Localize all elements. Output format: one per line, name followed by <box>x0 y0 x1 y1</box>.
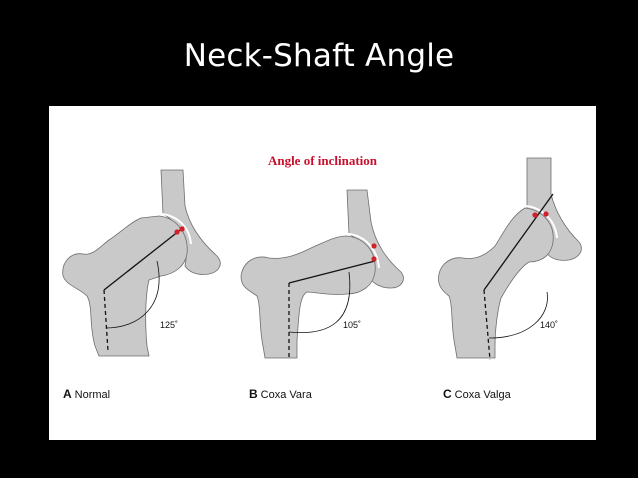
neck-axis-b <box>288 260 376 284</box>
shaft-axis-c <box>483 289 491 361</box>
shaft-axis-a <box>103 289 109 352</box>
slide-title: Neck-Shaft Angle <box>183 38 455 74</box>
caption-letter-c: C <box>443 387 452 401</box>
femur-bone-b <box>240 235 376 359</box>
figure-title: Angle of inclination <box>267 153 378 168</box>
caption-text-normal: Normal <box>74 389 111 401</box>
femur-coxa-valga <box>438 157 582 361</box>
femur-coxa-vara <box>240 189 404 359</box>
marker-dot-b1 <box>371 243 377 249</box>
caption-letter-a: A <box>63 387 72 401</box>
marker-dot-c1 <box>532 212 538 218</box>
caption-text-coxa-valga: Coxa Valga <box>454 389 511 401</box>
femur-normal <box>62 169 221 357</box>
joint-space-a <box>152 212 192 245</box>
marker-dot-c2 <box>543 211 549 217</box>
neck-axis-c <box>483 193 554 291</box>
femur-bone-a <box>62 215 188 357</box>
caption-text-coxa-vara: Coxa Vara <box>260 389 312 401</box>
angle-arc-a <box>105 260 160 329</box>
angle-label-normal: 125˚ <box>160 320 179 330</box>
marker-dot-a2 <box>179 226 185 232</box>
femur-bone-c <box>438 207 554 359</box>
angle-arc-b <box>288 271 351 334</box>
marker-dot-b2 <box>371 256 377 262</box>
joint-space-b <box>340 232 380 269</box>
angle-arc-c <box>488 291 548 339</box>
angle-label-coxa-valga: 140˚ <box>540 320 559 330</box>
neck-axis-a <box>103 226 185 291</box>
femur-diagram <box>62 157 582 361</box>
angle-label-coxa-vara: 105˚ <box>343 320 362 330</box>
marker-dot-a1 <box>174 229 180 235</box>
caption-letter-b: B <box>249 387 258 401</box>
